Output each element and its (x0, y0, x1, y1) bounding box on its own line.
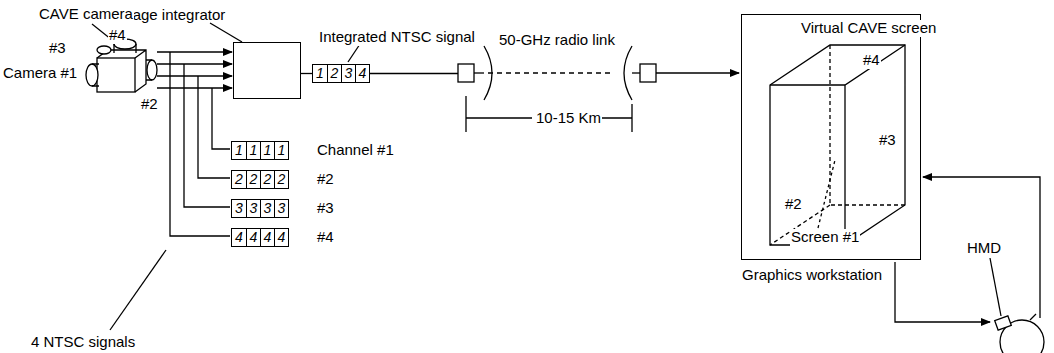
callout-number: #2 (784, 196, 803, 213)
signal-frame: 3 (274, 200, 288, 217)
channel-strip: 3333 (231, 199, 289, 218)
channel-label: Channel #1 (316, 142, 395, 159)
camera-label: Camera #1 (2, 65, 78, 82)
hmd-loop (895, 177, 1044, 353)
cave-camera (86, 39, 157, 92)
channel-strip: 2222 (231, 170, 289, 189)
signal-frame: 2 (274, 171, 288, 188)
signal-frame: 3 (246, 200, 260, 217)
feed-wire (370, 73, 458, 74)
virtual-cave-cube (770, 45, 905, 245)
signal-frame: 1 (274, 142, 288, 159)
channel-label: #3 (316, 200, 335, 217)
channel-strip: 1111 (231, 141, 289, 160)
signal-frame: 2 (232, 171, 246, 188)
leader-line (110, 250, 166, 330)
signal-frame: 3 (260, 200, 274, 217)
callout-number: #2 (140, 96, 159, 113)
radio-link (458, 46, 739, 100)
signal-label: Integrated NTSC signal (318, 29, 476, 46)
leader-line (210, 23, 242, 42)
distance-bracket (466, 96, 632, 132)
signal-frame: 2 (260, 171, 274, 188)
camera-label: CAVE camera (38, 6, 134, 23)
device-label: HMD (966, 240, 1002, 257)
signal-frame: 4 (355, 65, 369, 82)
signal-frame: 4 (274, 229, 288, 246)
signal-connector (301, 73, 312, 74)
channel-label: #2 (316, 171, 335, 188)
signal-frame: 3 (341, 65, 355, 82)
callout-number: #3 (48, 40, 67, 57)
camera-output-wires (157, 52, 232, 236)
signal-strip: 1234 (312, 64, 370, 83)
callout-number: #4 (108, 27, 127, 44)
signal-frame: 1 (232, 142, 246, 159)
callout-number: #4 (862, 52, 881, 69)
signal-frame: 2 (327, 65, 341, 82)
distance-label: 10-15 Km (535, 110, 602, 127)
signal-frame: 2 (246, 171, 260, 188)
callout-number: Screen #1 (790, 229, 860, 246)
channel-strip: 4444 (231, 228, 289, 247)
signal-frame: 1 (246, 142, 260, 159)
link-label: 50-GHz radio link (498, 32, 616, 49)
signal-frame: 4 (246, 229, 260, 246)
callout-number: #3 (878, 132, 897, 149)
signal-label: 4 NTSC signals (30, 334, 136, 351)
screen-label: Virtual CAVE screen (800, 20, 937, 37)
signal-frame: 1 (260, 142, 274, 159)
node-heading: Graphics workstation (742, 267, 882, 284)
signal-frame: 3 (232, 200, 246, 217)
leader-line (348, 44, 360, 62)
signal-frame: 4 (232, 229, 246, 246)
signal-frame: 1 (313, 65, 327, 82)
channel-label: #4 (316, 229, 335, 246)
signal-frame: 4 (260, 229, 274, 246)
integrator-box: Image integrator (233, 42, 301, 99)
